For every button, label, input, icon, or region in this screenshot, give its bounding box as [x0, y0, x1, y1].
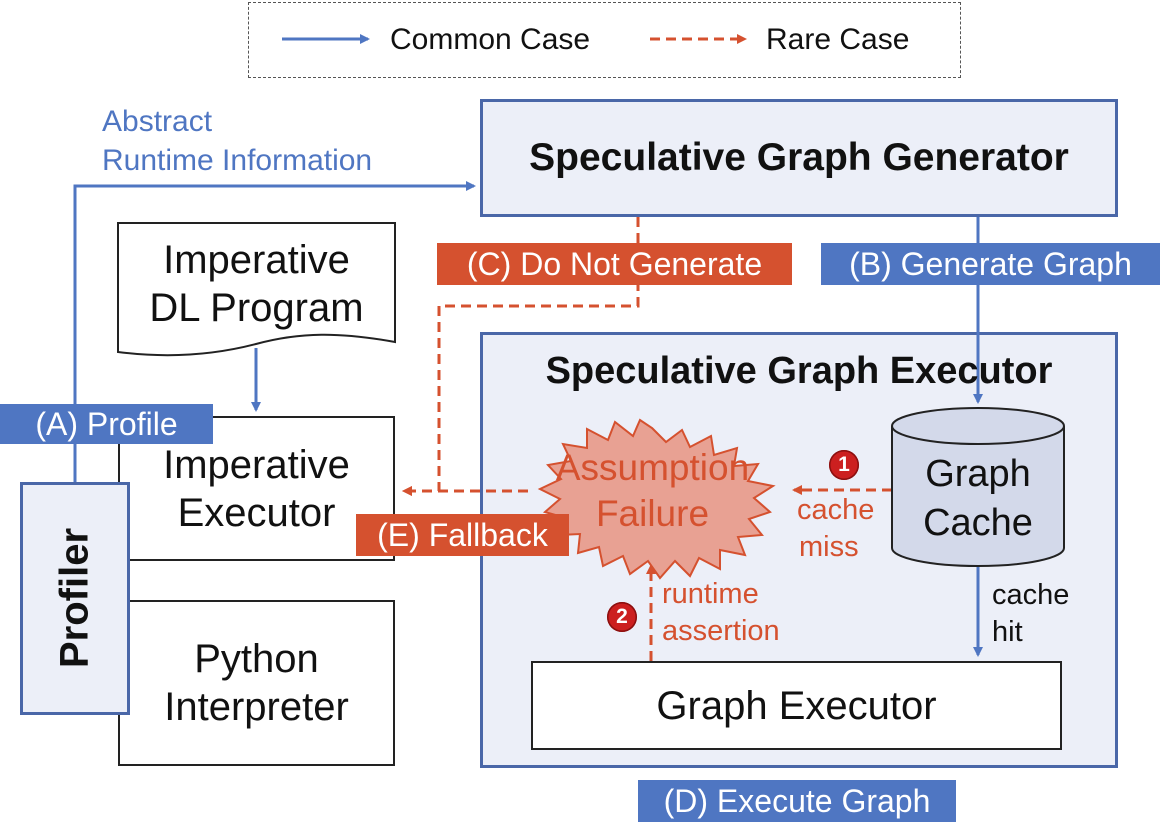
- assumption-failure-line2: Failure: [595, 493, 710, 534]
- python-interpreter-box: Python Interpreter: [118, 600, 395, 766]
- cache-miss-line1: cache: [797, 494, 875, 526]
- badge-one-icon: 1: [829, 450, 859, 480]
- graph-executor-text: Graph Executor: [656, 683, 937, 728]
- python-interpreter-line1: Python: [194, 637, 319, 681]
- assumption-failure-line1: Assumption: [555, 447, 750, 488]
- legend-rare-case-label: Rare Case: [766, 23, 910, 56]
- speculative-graph-generator-title: Speculative Graph Generator: [529, 136, 1069, 179]
- imperative-dl-program-line2: DL Program: [149, 286, 364, 330]
- profiler-box: [20, 482, 130, 715]
- badge-two-icon: 2: [607, 602, 637, 632]
- imperative-dl-program-text: Imperative DL Program: [118, 236, 395, 332]
- profiler-label: Profiler: [52, 527, 97, 669]
- cache-hit-text: cache hit: [992, 577, 1069, 651]
- imperative-executor-line2: Executor: [177, 490, 336, 535]
- legend: [248, 2, 961, 78]
- cache-miss-line2: miss: [799, 531, 859, 563]
- a-profile-label: (A) Profile: [0, 404, 213, 444]
- cache-hit-line1: cache: [992, 579, 1070, 611]
- graph-executor-box: Graph Executor: [531, 661, 1062, 750]
- abstract-runtime-info-line1: Abstract: [102, 105, 213, 138]
- imperative-executor-line1: Imperative: [163, 442, 350, 487]
- abstract-runtime-info-line2: Runtime Information: [102, 144, 373, 177]
- b-generate-graph-label: (B) Generate Graph: [821, 243, 1160, 285]
- e-fallback-label: (E) Fallback: [356, 514, 569, 556]
- python-interpreter-line2: Interpreter: [164, 685, 349, 729]
- speculative-graph-executor-title: Speculative Graph Executor: [545, 350, 1053, 392]
- graph-cache-line1: Graph: [925, 453, 1031, 495]
- graph-cache-line2: Cache: [923, 502, 1033, 544]
- graph-cache-text: Graph Cache: [892, 450, 1064, 548]
- cache-miss-text: cache miss: [797, 492, 874, 566]
- c-do-not-generate-label: (C) Do Not Generate: [437, 243, 792, 285]
- d-execute-graph-label: (D) Execute Graph: [638, 780, 956, 822]
- runtime-assertion-line2: assertion: [662, 615, 780, 647]
- cache-hit-line2: hit: [992, 616, 1023, 648]
- abstract-runtime-info-label: Abstract Runtime Information: [102, 102, 372, 180]
- runtime-assertion-line1: runtime: [662, 578, 759, 610]
- runtime-assertion-text: runtime assertion: [662, 576, 780, 650]
- speculative-graph-generator-box: Speculative Graph Generator: [480, 99, 1118, 217]
- imperative-dl-program-line1: Imperative: [163, 238, 350, 282]
- assumption-failure-text: Assumption Failure: [520, 445, 785, 537]
- legend-common-case-label: Common Case: [390, 23, 591, 56]
